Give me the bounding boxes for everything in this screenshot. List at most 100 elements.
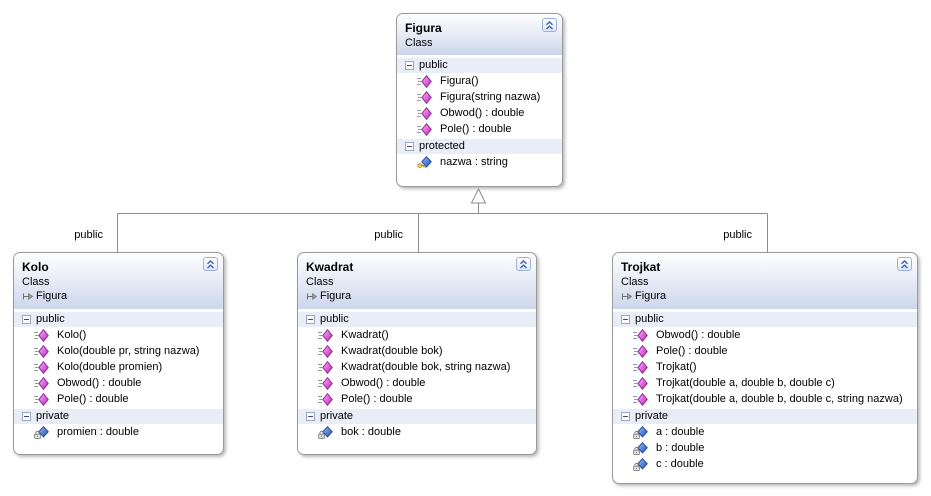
- member-row[interactable]: Trojkat(double a, double b, double c): [613, 375, 917, 391]
- section-header-private[interactable]: private: [298, 409, 536, 424]
- member-row[interactable]: Trojkat(): [613, 359, 917, 375]
- member-label: Obwod() : double: [57, 377, 142, 389]
- member-label: Figura(): [440, 75, 479, 87]
- method-icon: [318, 328, 333, 342]
- member-row[interactable]: bok : double: [298, 424, 536, 440]
- collapse-expander-icon[interactable]: [306, 412, 315, 421]
- member-row[interactable]: Pole() : double: [14, 391, 223, 407]
- member-label: a : double: [656, 426, 705, 438]
- member-row[interactable]: Figura(string nazwa): [397, 89, 562, 105]
- member-row[interactable]: Obwod() : double: [298, 375, 536, 391]
- member-row[interactable]: Pole() : double: [397, 121, 562, 137]
- member-row[interactable]: b : double: [613, 440, 917, 456]
- class-header: Trojkat Class Figura: [613, 253, 917, 309]
- collapse-expander-icon[interactable]: [22, 412, 31, 421]
- collapse-button[interactable]: [203, 257, 218, 271]
- member-row[interactable]: Figura(): [397, 73, 562, 89]
- member-row[interactable]: Pole() : double: [613, 343, 917, 359]
- base-class-name: Figura: [36, 290, 68, 302]
- private-field-icon: [633, 457, 648, 471]
- method-icon: [633, 344, 648, 358]
- member-label: Obwod() : double: [656, 329, 741, 341]
- section-header-protected[interactable]: protected: [397, 139, 562, 154]
- member-row[interactable]: Kwadrat(): [298, 327, 536, 343]
- section-header-public[interactable]: public: [298, 312, 536, 327]
- collapse-button[interactable]: [542, 18, 557, 32]
- connector-label-trojkat: public: [723, 229, 752, 241]
- member-label: Kolo(): [57, 329, 87, 341]
- class-title: Kolo: [22, 260, 49, 274]
- collapse-expander-icon[interactable]: [405, 61, 414, 70]
- method-icon: [633, 376, 648, 390]
- member-row[interactable]: Kolo(double pr, string nazwa): [14, 343, 223, 359]
- method-icon: [318, 392, 333, 406]
- base-class-row: Figura: [306, 289, 528, 304]
- collapse-expander-icon[interactable]: [22, 315, 31, 324]
- member-label: bok : double: [341, 426, 401, 438]
- method-icon: [34, 376, 49, 390]
- inheritance-arrow: [470, 187, 487, 204]
- member-label: Pole() : double: [440, 123, 512, 135]
- class-header: Kolo Class Figura: [14, 253, 223, 309]
- collapse-expander-icon[interactable]: [621, 412, 630, 421]
- member-row[interactable]: Trojkat(double a, double b, double c, st…: [613, 391, 917, 407]
- member-label: nazwa : string: [440, 156, 508, 168]
- section-header-public[interactable]: public: [613, 312, 917, 327]
- method-icon: [417, 90, 432, 104]
- section-label: public: [36, 313, 65, 325]
- member-row[interactable]: Pole() : double: [298, 391, 536, 407]
- method-icon: [318, 344, 333, 358]
- collapse-expander-icon[interactable]: [621, 315, 630, 324]
- base-class-name: Figura: [320, 290, 352, 302]
- method-icon: [417, 74, 432, 88]
- collapse-button[interactable]: [516, 257, 531, 271]
- member-row[interactable]: promien : double: [14, 424, 223, 440]
- member-row[interactable]: Kwadrat(double bok, string nazwa): [298, 359, 536, 375]
- member-row[interactable]: c : double: [613, 456, 917, 472]
- member-row[interactable]: Obwod() : double: [613, 327, 917, 343]
- member-row[interactable]: a : double: [613, 424, 917, 440]
- class-header: Kwadrat Class Figura: [298, 253, 536, 309]
- section-header-private[interactable]: private: [14, 409, 223, 424]
- inherits-arrow-icon: [22, 292, 33, 301]
- section-header-public[interactable]: public: [397, 58, 562, 73]
- collapse-expander-icon[interactable]: [306, 315, 315, 324]
- inherits-arrow-icon: [621, 292, 632, 301]
- method-icon: [318, 360, 333, 374]
- class-title: Trojkat: [621, 260, 661, 274]
- section-header-private[interactable]: private: [613, 409, 917, 424]
- section-header-public[interactable]: public: [14, 312, 223, 327]
- private-field-icon: [633, 425, 648, 439]
- member-label: Pole() : double: [341, 393, 413, 405]
- member-label: c : double: [656, 458, 704, 470]
- method-icon: [34, 392, 49, 406]
- member-label: Obwod() : double: [341, 377, 426, 389]
- member-label: Kwadrat(double bok): [341, 345, 443, 357]
- method-icon: [417, 122, 432, 136]
- section-label: public: [419, 59, 448, 71]
- member-row[interactable]: Obwod() : double: [397, 105, 562, 121]
- member-row[interactable]: Kwadrat(double bok): [298, 343, 536, 359]
- member-row[interactable]: nazwa : string: [397, 154, 562, 170]
- method-icon: [633, 360, 648, 374]
- member-label: Kwadrat(): [341, 329, 389, 341]
- member-row[interactable]: Kolo(): [14, 327, 223, 343]
- member-row[interactable]: Obwod() : double: [14, 375, 223, 391]
- member-row[interactable]: Kolo(double promien): [14, 359, 223, 375]
- class-kind: Class: [306, 276, 334, 288]
- method-icon: [318, 376, 333, 390]
- collapse-expander-icon[interactable]: [405, 142, 414, 151]
- method-icon: [34, 344, 49, 358]
- member-label: Kolo(double promien): [57, 361, 163, 373]
- section-label: public: [635, 313, 664, 325]
- section-label: private: [36, 410, 70, 422]
- collapse-button[interactable]: [897, 257, 912, 271]
